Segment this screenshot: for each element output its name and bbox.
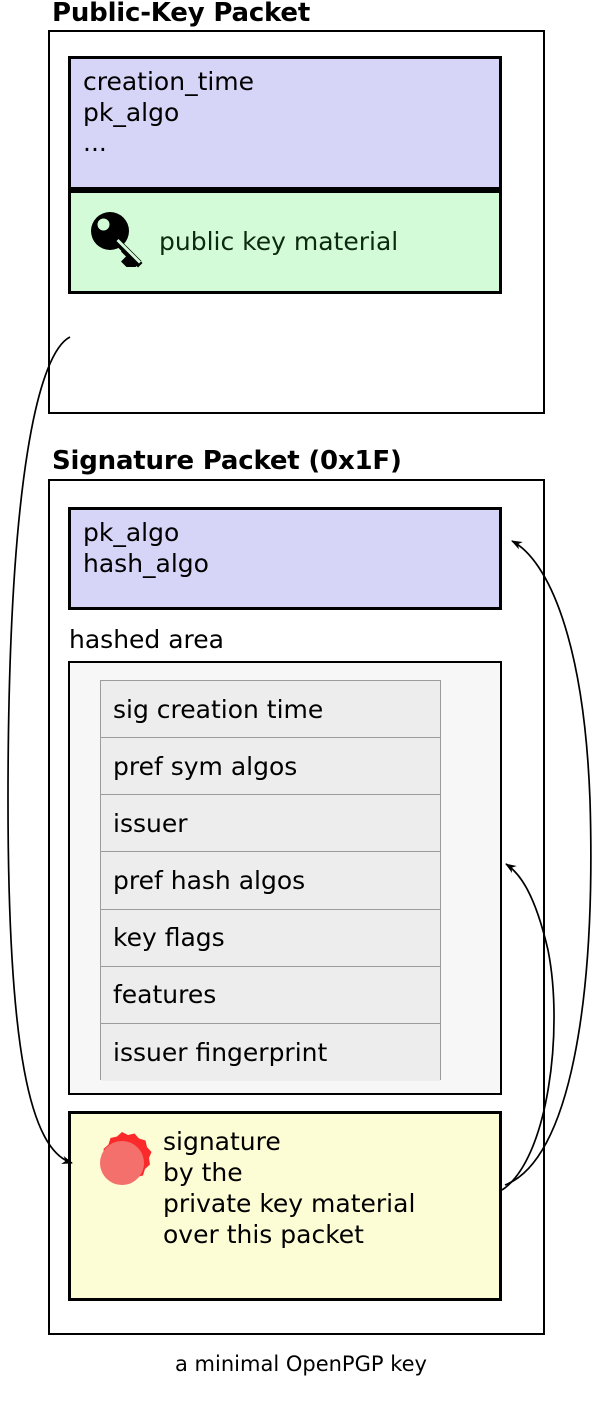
field-sig-pk-algo: pk_algo bbox=[83, 518, 180, 547]
hashed-subpacket-list: sig creation time pref sym algos issuer … bbox=[100, 680, 441, 1081]
hashed-area-box: sig creation time pref sym algos issuer … bbox=[68, 661, 502, 1095]
hashed-area-label: hashed area bbox=[69, 625, 224, 654]
subpacket-row: issuer bbox=[101, 795, 440, 853]
wax-seal-icon bbox=[81, 1126, 163, 1196]
signature-line: by the bbox=[163, 1158, 243, 1187]
field-ellipsis: ... bbox=[83, 128, 107, 157]
public-key-header-fields-block: creation_time pk_algo ... bbox=[68, 56, 502, 190]
signature-header-fields-block: pk_algo hash_algo bbox=[68, 507, 502, 610]
subpacket-row: features bbox=[101, 966, 440, 1024]
field-pk-algo: pk_algo bbox=[83, 97, 180, 127]
signature-line: private key material bbox=[163, 1189, 416, 1218]
public-key-material-label: public key material bbox=[159, 226, 399, 256]
field-sig-hash-algo: hash_algo bbox=[83, 548, 209, 578]
subpacket-row: pref sym algos bbox=[101, 738, 440, 796]
subpacket-row: sig creation time bbox=[101, 681, 440, 739]
public-key-material-block: public key material bbox=[68, 190, 502, 294]
signature-line: signature bbox=[163, 1127, 281, 1156]
signature-line: over this packet bbox=[163, 1220, 364, 1249]
public-key-packet-title: Public-Key Packet bbox=[52, 0, 311, 28]
signature-value-block: signature by the private key material ov… bbox=[68, 1111, 502, 1301]
subpacket-row: pref hash algos bbox=[101, 852, 440, 910]
key-icon bbox=[81, 207, 159, 277]
diagram-caption: a minimal OpenPGP key bbox=[175, 1352, 427, 1376]
subpacket-row: key flags bbox=[101, 909, 440, 967]
signature-description: signature by the private key material ov… bbox=[163, 1126, 415, 1250]
field-creation-time: creation_time bbox=[83, 67, 255, 96]
subpacket-row: issuer fingerprint bbox=[101, 1023, 440, 1081]
signature-packet-title: Signature Packet (0x1F) bbox=[52, 446, 402, 476]
